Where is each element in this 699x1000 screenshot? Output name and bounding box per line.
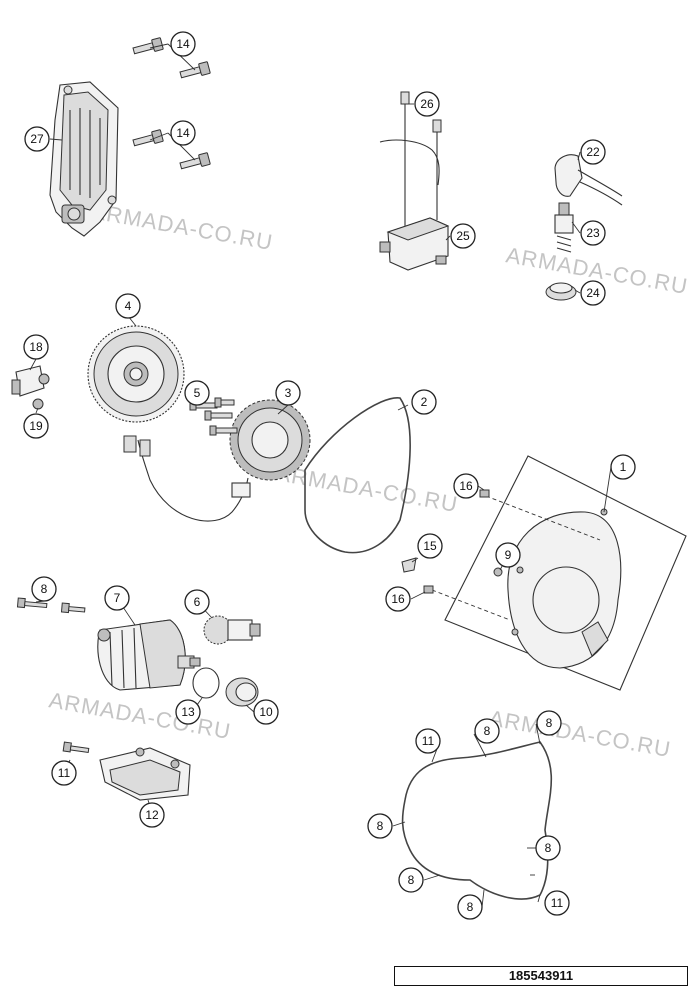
callout-5: 5 (184, 380, 210, 406)
callout-18: 18 (23, 334, 49, 360)
screw-16-group (423, 489, 490, 594)
callout-22: 22 (580, 139, 606, 165)
svg-text:24: 24 (586, 286, 600, 300)
svg-text:11: 11 (422, 734, 435, 748)
stator-part (123, 399, 311, 522)
callout-6: 6 (184, 589, 210, 615)
o-ring-part (192, 667, 220, 699)
svg-text:16: 16 (391, 592, 405, 606)
svg-text:5: 5 (194, 386, 201, 400)
svg-text:9: 9 (505, 548, 512, 562)
callout-25: 25 (450, 223, 476, 249)
svg-text:14: 14 (176, 126, 190, 140)
svg-text:15: 15 (423, 539, 437, 553)
svg-text:14: 14 (176, 37, 190, 51)
svg-text:8: 8 (484, 724, 491, 738)
svg-text:8: 8 (467, 900, 474, 914)
callout-9: 9 (495, 542, 521, 568)
watermark: ARMADA-CO.RU (47, 687, 233, 744)
callout-8: 8 (535, 835, 561, 861)
svg-text:19: 19 (29, 419, 43, 433)
callout-15: 15 (417, 533, 443, 559)
callout-8: 8 (536, 710, 562, 736)
callout-10: 10 (253, 699, 279, 725)
svg-text:12: 12 (145, 808, 159, 822)
watermark: ARMADA-CO.RU (274, 460, 460, 517)
callout-4: 4 (115, 293, 141, 319)
callout-11: 11 (544, 890, 570, 916)
svg-text:1: 1 (620, 460, 627, 474)
callout-16: 16 (385, 586, 411, 612)
flywheel-part (87, 325, 185, 423)
screw-11-group (62, 741, 90, 754)
svg-text:10: 10 (259, 705, 273, 719)
svg-text:18: 18 (29, 340, 43, 354)
svg-text:11: 11 (551, 896, 564, 910)
callout-14: 14 (170, 31, 196, 57)
starter-motor-part (97, 619, 201, 691)
starter-guard-part (99, 747, 191, 801)
callout-11: 11 (415, 728, 441, 754)
callout-14: 14 (170, 120, 196, 146)
callout-19: 19 (23, 413, 49, 439)
callout-8: 8 (367, 813, 393, 839)
svg-text:7: 7 (114, 591, 121, 605)
callout-16: 16 (453, 473, 479, 499)
callout-8: 8 (31, 576, 57, 602)
svg-text:13: 13 (181, 705, 195, 719)
svg-text:22: 22 (586, 145, 600, 159)
callout-26: 26 (414, 91, 440, 117)
svg-text:2: 2 (421, 395, 428, 409)
pulse-sensor-part (11, 365, 50, 410)
ecu-bracket-part (49, 81, 119, 237)
svg-text:16: 16 (459, 479, 473, 493)
callout-1: 1 (610, 454, 636, 480)
svg-text:23: 23 (586, 226, 600, 240)
watermark: ARMADA-CO.RU (89, 198, 275, 255)
svg-text:8: 8 (377, 819, 384, 833)
screw-5-group (189, 397, 238, 436)
svg-text:8: 8 (408, 873, 415, 887)
callout-27: 27 (24, 126, 50, 152)
svg-text:25: 25 (456, 229, 470, 243)
axis-line (485, 495, 601, 541)
callout-24: 24 (580, 280, 606, 306)
screw-8-group (16, 597, 86, 614)
svg-text:11: 11 (58, 766, 71, 780)
svg-text:6: 6 (194, 595, 201, 609)
cable-clip-part (401, 557, 417, 573)
screw-14-group (132, 37, 211, 170)
svg-text:3: 3 (285, 386, 292, 400)
callout-23: 23 (580, 220, 606, 246)
watermark: ARMADA-CO.RU (487, 705, 673, 762)
svg-text:8: 8 (546, 716, 553, 730)
svg-text:8: 8 (545, 841, 552, 855)
callout-8: 8 (457, 894, 483, 920)
callout-8: 8 (474, 718, 500, 744)
callout-2: 2 (411, 389, 437, 415)
callout-7: 7 (104, 585, 130, 611)
axis-line (431, 589, 511, 621)
callout-3: 3 (275, 380, 301, 406)
spark-plug-part (545, 154, 623, 301)
svg-text:26: 26 (420, 97, 434, 111)
callout-11: 11 (51, 760, 77, 786)
svg-text:27: 27 (30, 132, 44, 146)
ignition-coil-part (379, 91, 450, 271)
svg-text:8: 8 (41, 582, 48, 596)
cover-gasket-part (304, 397, 411, 554)
starter-gear-part (203, 615, 261, 645)
callout-13: 13 (175, 699, 201, 725)
bearing-part (225, 677, 259, 707)
ignition-cover-part (444, 455, 687, 691)
callout-12: 12 (139, 802, 165, 828)
lower-gasket-part (401, 741, 553, 900)
callout-8: 8 (398, 867, 424, 893)
drawing-number: 185543911 (394, 966, 688, 986)
svg-text:4: 4 (125, 299, 132, 313)
